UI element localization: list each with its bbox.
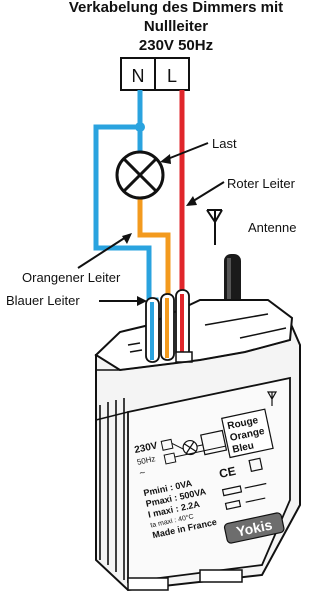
label-antenne: Antenne — [248, 220, 296, 235]
roter-leiter-arrowhead — [186, 196, 197, 206]
label-blauer-leiter: Blauer Leiter — [6, 293, 80, 308]
orangener-leiter-pointer — [77, 236, 127, 269]
lamp-icon — [115, 150, 165, 200]
module-ce-mark: CE — [218, 464, 237, 481]
terminal-block: N L — [120, 57, 190, 91]
module-tilde: ~ — [138, 468, 146, 480]
module-rating-50hz: 50Hz — [136, 454, 156, 467]
blauer-leiter-arrowhead — [137, 296, 147, 306]
title-line-2: Nullleiter — [144, 18, 208, 35]
module-symbols — [221, 482, 267, 511]
last-arrowhead — [160, 154, 171, 164]
module-brand-logo: Yokis — [235, 516, 274, 539]
module-class-symbol — [248, 457, 263, 473]
dimmer-module: 230V 50Hz ~ Rouge Orange Bleu Pmini : 0V… — [94, 289, 301, 592]
terminal-l-label: L — [167, 66, 177, 86]
module-legend-bleu: Bleu — [231, 440, 254, 455]
title-line-1: Verkabelung des Dimmers mit — [69, 0, 283, 16]
orangener-leiter-arrowhead — [122, 233, 132, 244]
antenna-icon — [206, 209, 223, 245]
module-rating-230v: 230V — [133, 440, 158, 456]
roter-leiter-pointer — [189, 181, 225, 204]
last-pointer — [164, 142, 209, 161]
label-last: Last — [212, 136, 237, 151]
label-roter-leiter: Roter Leiter — [227, 176, 296, 191]
terminal-n-label: N — [132, 66, 145, 86]
title-line-3: 230V 50Hz — [139, 37, 213, 54]
label-orangener-leiter: Orangener Leiter — [22, 270, 121, 285]
push-button-icon — [175, 351, 193, 363]
junction-dot — [135, 122, 145, 132]
